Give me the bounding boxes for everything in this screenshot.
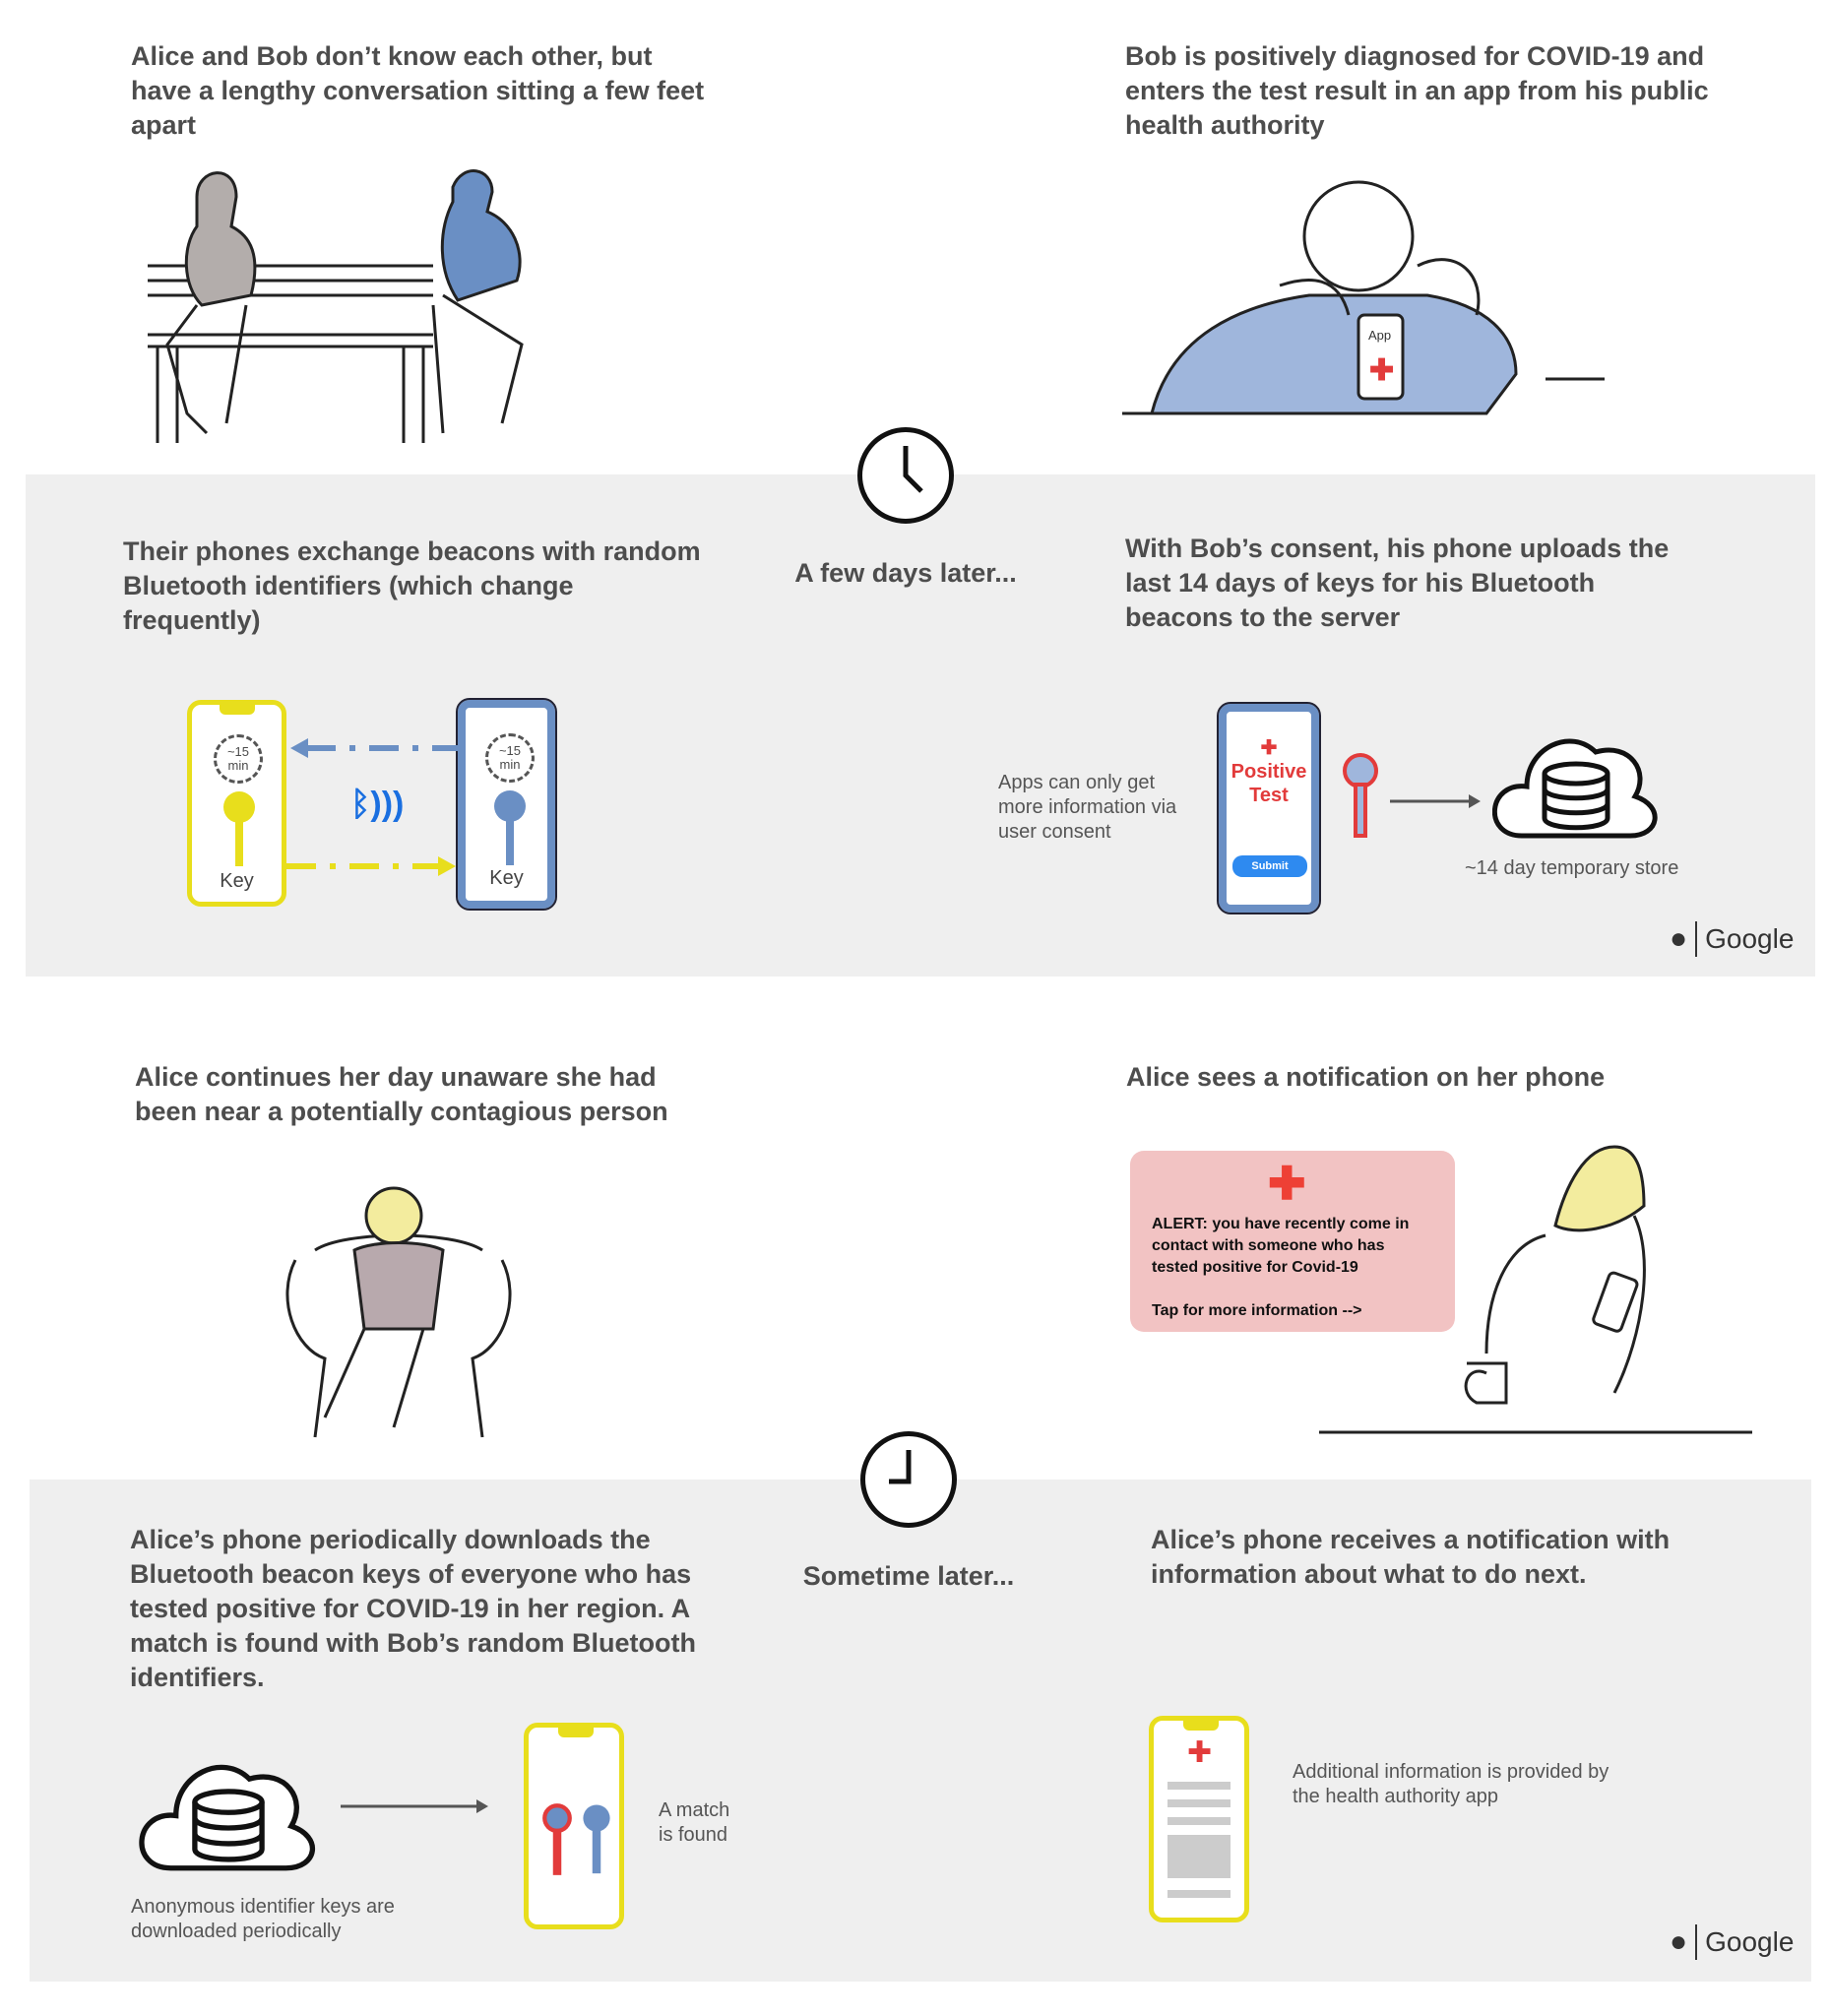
panel-2-text: Bob is positively diagnosed for COVID-19…	[1125, 41, 1709, 140]
test-label: Test	[1249, 785, 1289, 806]
key-label: Key	[220, 870, 254, 892]
download-arrow	[341, 1799, 488, 1813]
match-note: A match is found	[659, 1799, 730, 1846]
alert-cta[interactable]: Tap for more information -->	[1152, 1302, 1362, 1319]
beacon-arrows	[286, 738, 459, 876]
clock-icon	[857, 427, 954, 524]
bench-illustration	[148, 169, 524, 443]
apple-icon: ●	[1670, 1925, 1688, 1958]
alert-notification[interactable]: ✚ ALERT: you have recently come in conta…	[1130, 1151, 1455, 1332]
consent-note: Apps can only get more information via u…	[998, 772, 1177, 843]
red-cross-icon: ✚	[1268, 1158, 1306, 1209]
cloud-database-icon	[1492, 738, 1658, 839]
red-key-icon	[542, 1803, 572, 1875]
info-note: Additional information is provided by th…	[1293, 1761, 1609, 1807]
transition-label-second: Sometime later...	[802, 1561, 1015, 1591]
positive-test-phone: ✚ Positive Test Submit	[1217, 702, 1321, 914]
panel-6-text: Alice sees a notification on her phone	[1126, 1062, 1606, 1092]
red-cross-icon: ✚	[1260, 737, 1278, 759]
submit-button[interactable]: Submit	[1232, 855, 1307, 877]
store-label: ~14 day temporary store	[1465, 857, 1679, 879]
panel-7-text: Alice’s phone periodically downloads the…	[130, 1525, 696, 1692]
alert-text: ALERT: you have recently come in contact…	[1152, 1216, 1410, 1276]
band-bottom	[30, 1480, 1811, 1982]
band-top	[26, 474, 1815, 976]
transition-label-first: A few days later...	[794, 558, 1017, 588]
red-cross-icon: ✚	[1369, 354, 1395, 387]
bob-phone-illustration	[1122, 180, 1605, 415]
info-phone: ✚	[1149, 1716, 1249, 1922]
positive-label: Positive	[1231, 761, 1307, 783]
apple-icon: ●	[1670, 922, 1688, 955]
panel-3-text: Their phones exchange beacons with rando…	[123, 536, 701, 635]
apple-google-logo: ●Google	[1670, 921, 1795, 957]
alice-phone-illustration	[1319, 1145, 1752, 1434]
blue-key-icon	[494, 790, 526, 865]
apple-google-logo: ●Google	[1670, 1924, 1795, 1960]
app-label: App	[1368, 328, 1392, 343]
download-note: Anonymous identifier keys are downloaded…	[131, 1896, 395, 1942]
panel-1-text: Alice and Bob don’t know each other, but…	[131, 41, 705, 140]
alice-armchair-illustration	[285, 1186, 512, 1438]
blue-key-icon	[583, 1804, 610, 1874]
key-label: Key	[489, 867, 524, 889]
alice-match-phone	[524, 1723, 624, 1929]
panel-5-text: Alice continues her day unaware she had …	[135, 1062, 668, 1126]
panel-8-text: Alice’s phone receives a notification wi…	[1151, 1525, 1671, 1589]
cloud-database-icon	[139, 1764, 315, 1871]
yellow-key-icon	[223, 791, 255, 866]
panel-4-text: With Bob’s consent, his phone uploads th…	[1125, 534, 1670, 632]
bluetooth-icon: ᛒ)))	[350, 786, 405, 823]
red-key-icon	[1343, 753, 1378, 838]
upload-arrow	[1390, 794, 1481, 808]
red-cross-icon: ✚	[1187, 1736, 1213, 1769]
clock-icon	[860, 1431, 957, 1528]
